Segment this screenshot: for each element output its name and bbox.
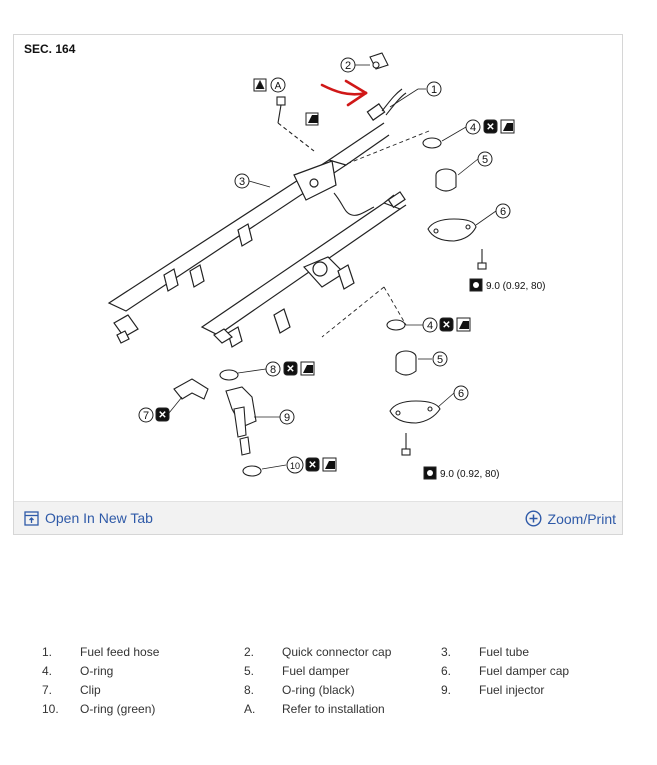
callout-6-upper: 6 [500,206,506,218]
torque-spec-lower: 9.0 (0.92, 80) [440,469,499,480]
legend-text: Clip [80,683,101,697]
callout-10: 10 [290,461,300,471]
svg-text:✕: ✕ [308,460,316,471]
quick-connector-cap-part [369,52,389,70]
legend-text: O-ring (green) [80,702,156,716]
zoom-plus-icon [525,510,542,527]
legend-number: 2. [244,645,255,659]
open-new-tab-icon [24,510,39,526]
lower-fuel-tube [200,191,407,348]
upper-damper-assembly [422,137,487,270]
callout-1: 1 [431,84,437,96]
legend-number: 7. [42,683,53,697]
legend-text: Fuel tube [479,645,530,659]
callout-7: 7 [143,410,149,422]
red-annotation-arrow [320,79,368,107]
legend-text: Fuel injector [479,683,545,697]
legend-row: 7. Clip 8. O-ring (black) 9. Fuel inject… [30,683,630,702]
legend-text: Fuel damper cap [479,664,570,678]
svg-text:✕: ✕ [486,122,494,133]
legend-number: 5. [244,664,255,678]
callout-labels: 1 2 3 4 ✕ 5 6 [138,57,545,480]
callout-2: 2 [345,60,351,72]
fuel-system-diagram: 1 2 3 4 ✕ 5 6 [107,52,545,480]
legend-text: O-ring (black) [282,683,355,697]
leader-lines [321,130,430,338]
viewer-toolbar: Open In New Tab Zoom/Print [14,501,622,534]
lower-damper-assembly [386,319,441,456]
diagram-viewer: SEC. 164 [13,34,623,535]
upper-fuel-tube [107,103,390,344]
open-new-tab-button[interactable]: Open In New Tab [24,510,153,526]
legend-text: O-ring [80,664,114,678]
legend-text: Fuel damper [282,664,350,678]
ref-a-label: A [275,81,282,92]
fuel-feed-hose [381,88,407,116]
svg-text:✕: ✕ [158,410,166,421]
mounting-bolt [276,96,315,152]
legend-text: Fuel feed hose [80,645,160,659]
legend-number: 3. [441,645,452,659]
section-label: SEC. 164 [24,42,76,56]
legend-number: 6. [441,664,452,678]
callout-6-lower: 6 [458,388,464,400]
legend-row: 10. O-ring (green) A. Refer to installat… [30,702,630,721]
zoom-print-button[interactable]: Zoom/Print [525,510,616,527]
legend-text: Quick connector cap [282,645,392,659]
legend-number: A. [244,702,256,716]
legend-row: 4. O-ring 5. Fuel damper 6. Fuel damper … [30,664,630,683]
legend-number: 1. [42,645,53,659]
svg-text:✕: ✕ [286,364,294,375]
legend-number: 8. [244,683,255,697]
legend-number: 10. [42,702,59,716]
svg-text:✕: ✕ [442,320,450,331]
callout-5-lower: 5 [437,354,443,366]
callout-9: 9 [284,412,290,424]
legend-number: 9. [441,683,452,697]
callout-3: 3 [239,176,245,188]
legend-row: 1. Fuel feed hose 2. Quick connector cap… [30,645,630,664]
open-new-tab-label: Open In New Tab [45,510,153,526]
legend-text: Refer to installation [282,702,385,716]
zoom-print-label: Zoom/Print [547,510,616,527]
callout-5-upper: 5 [482,154,488,166]
torque-spec-upper: 9.0 (0.92, 80) [486,281,545,292]
callout-4-lower: 4 [427,320,433,332]
injector-detail [173,369,262,477]
legend-number: 4. [42,664,53,678]
callout-8: 8 [270,364,276,376]
callout-4-upper: 4 [470,122,476,134]
parts-legend: 1. Fuel feed hose 2. Quick connector cap… [30,645,630,721]
